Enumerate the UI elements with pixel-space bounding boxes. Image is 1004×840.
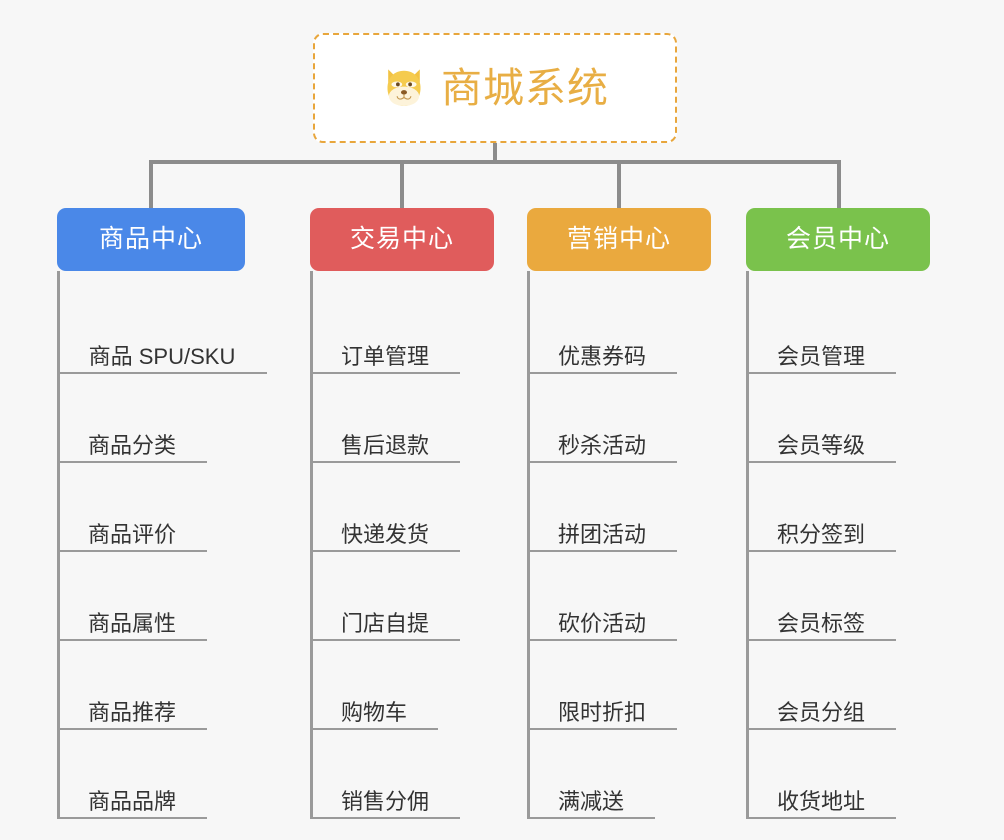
leaf-item[interactable]: 商品评价 (57, 496, 207, 552)
connector-drop-member-center (837, 160, 841, 210)
category-header-marketing-center[interactable]: 营销中心 (527, 208, 711, 271)
category-header-member-center[interactable]: 会员中心 (746, 208, 930, 271)
leaf-item[interactable]: 收货地址 (746, 763, 896, 819)
root-node[interactable]: 商城系统 (313, 33, 677, 143)
leaf-item-label: 快递发货 (340, 521, 429, 547)
leaf-item[interactable]: 购物车 (310, 674, 438, 730)
leaf-item[interactable]: 积分签到 (746, 496, 896, 552)
leaf-item[interactable]: 优惠券码 (527, 318, 677, 374)
leaf-item-label: 优惠券码 (557, 343, 646, 369)
page-title: 商城系统 (441, 64, 609, 111)
leaf-item-label: 门店自提 (340, 610, 429, 636)
leaf-item-label: 购物车 (340, 699, 407, 725)
leaf-item-label: 订单管理 (340, 343, 429, 369)
leaf-item[interactable]: 会员标签 (746, 585, 896, 641)
leaf-item[interactable]: 商品品牌 (57, 763, 207, 819)
category-column-marketing-center: 营销中心优惠券码秒杀活动拼团活动砍价活动限时折扣满减送 (512, 208, 756, 819)
leaf-item[interactable]: 会员等级 (746, 407, 896, 463)
connector-drop-marketing-center (617, 160, 621, 210)
leaf-item-label: 收货地址 (776, 788, 865, 814)
leaf-item[interactable]: 限时折扣 (527, 674, 677, 730)
leaf-item[interactable]: 砍价活动 (527, 585, 677, 641)
leaf-item-label: 商品 SPU/SKU (88, 343, 236, 369)
leaf-item[interactable]: 商品属性 (57, 585, 207, 641)
leaf-item-label: 会员等级 (776, 432, 865, 458)
category-header-label: 交易中心 (349, 225, 454, 253)
leaf-item[interactable]: 秒杀活动 (527, 407, 677, 463)
category-header-label: 营销中心 (566, 225, 671, 253)
category-column-member-center: 会员中心会员管理会员等级积分签到会员标签会员分组收货地址 (731, 208, 975, 819)
leaf-item-label: 商品属性 (87, 610, 176, 636)
leaf-item-label: 商品分类 (87, 432, 176, 458)
leaf-item[interactable]: 商品推荐 (57, 674, 207, 730)
leaf-item[interactable]: 会员管理 (746, 318, 896, 374)
leaf-item[interactable]: 订单管理 (310, 318, 460, 374)
category-column-trade-center: 交易中心订单管理售后退款快递发货门店自提购物车销售分佣 (295, 208, 539, 819)
leaf-item-label: 积分签到 (776, 521, 865, 547)
connector-drop-product-center (149, 160, 153, 210)
leaf-item-label: 满减送 (557, 788, 624, 814)
leaf-item[interactable]: 会员分组 (746, 674, 896, 730)
leaf-item[interactable]: 售后退款 (310, 407, 460, 463)
leaf-item-label: 商品推荐 (87, 699, 176, 725)
leaf-item-label: 会员分组 (776, 699, 865, 725)
connector-drop-trade-center (400, 160, 404, 210)
leaf-item-label: 商品品牌 (87, 788, 176, 814)
category-header-product-center[interactable]: 商品中心 (57, 208, 245, 271)
leaf-item[interactable]: 满减送 (527, 763, 655, 819)
column-spine-marketing-center (527, 271, 530, 819)
leaf-item-label: 砍价活动 (557, 610, 646, 636)
leaf-item[interactable]: 商品分类 (57, 407, 207, 463)
leaf-item-label: 会员标签 (776, 610, 865, 636)
leaf-item-label: 商品评价 (87, 521, 176, 547)
leaf-item[interactable]: 快递发货 (310, 496, 460, 552)
category-header-label: 会员中心 (785, 225, 890, 253)
leaf-item[interactable]: 商品 SPU/SKU (57, 318, 267, 374)
leaf-item-label: 限时折扣 (557, 699, 646, 725)
leaf-item-label: 秒杀活动 (557, 432, 646, 458)
connector-root-stem (493, 143, 497, 162)
category-header-label: 商品中心 (98, 225, 203, 253)
column-spine-member-center (746, 271, 749, 819)
leaf-item[interactable]: 门店自提 (310, 585, 460, 641)
leaf-item[interactable]: 拼团活动 (527, 496, 677, 552)
shiba-dog-face-icon (387, 69, 421, 106)
leaf-item-label: 会员管理 (776, 343, 865, 369)
leaf-item-label: 拼团活动 (557, 521, 646, 547)
column-spine-product-center (57, 271, 60, 819)
leaf-item-label: 售后退款 (340, 432, 429, 458)
category-column-product-center: 商品中心商品 SPU/SKU 商品分类商品评价商品属性商品推荐商品品牌 (42, 208, 290, 819)
category-header-trade-center[interactable]: 交易中心 (310, 208, 494, 271)
column-spine-trade-center (310, 271, 313, 819)
connector-bus (149, 160, 839, 164)
leaf-item[interactable]: 销售分佣 (310, 763, 460, 819)
leaf-item-label: 销售分佣 (340, 788, 429, 814)
